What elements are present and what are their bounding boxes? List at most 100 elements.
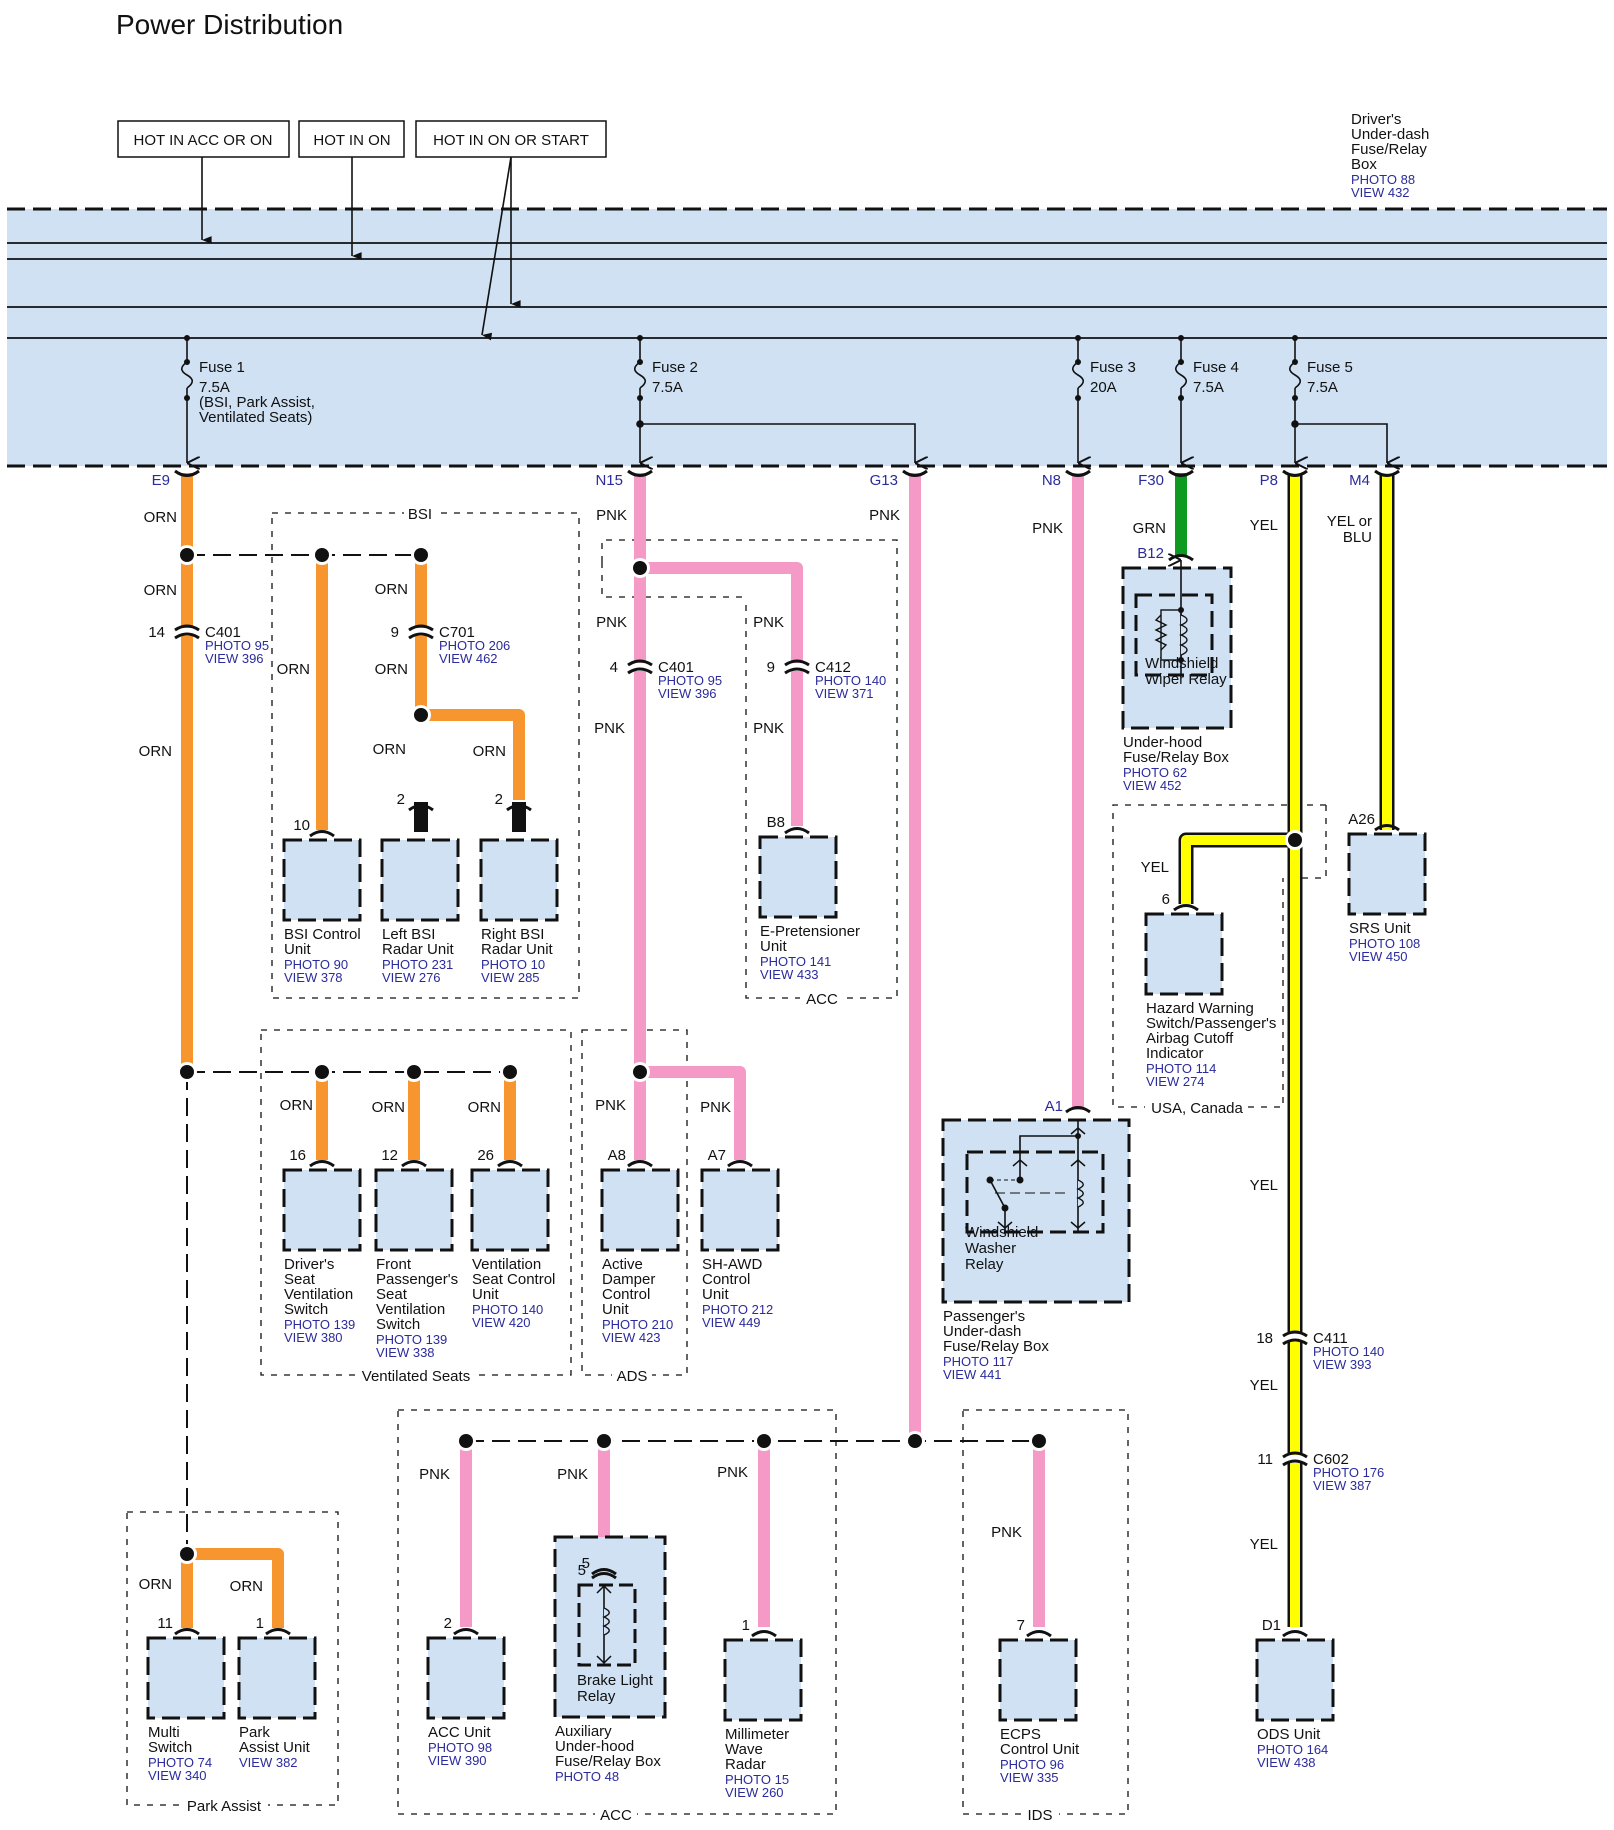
source-hot-in-on-or-start: HOT IN ON OR START [415,120,607,158]
group-labels: BSI ACC Ventilated Seats ADS USA, Canada… [180,505,1245,1824]
component-box [146,1636,226,1720]
splice-node [908,1434,922,1448]
component-photo: PHOTO 139 [284,1317,355,1332]
connector-photo: PHOTO 206 [439,638,510,653]
component-box [282,1168,362,1252]
terminal-cap-icon [627,1160,653,1168]
source-label: HOT IN ACC OR ON [134,132,273,149]
component-name: Passenger's [376,1271,458,1288]
fuse-icon [633,361,647,389]
fuse-icon [180,361,194,389]
pin-label: 5 [582,1555,590,1572]
pin-label: 1 [256,1615,264,1632]
fuse-box-label: Driver's Under-dash Fuse/Relay Box PHOTO… [1351,111,1429,200]
svg-text:BLU: BLU [1343,529,1372,546]
component-name: Indicator [1146,1045,1204,1062]
component-box [941,1118,1131,1304]
component-washer-relay: WindshieldWasherRelayPassenger'sUnder-da… [941,1118,1131,1382]
component-photo: PHOTO 114 [1146,1061,1216,1076]
component-name: Ventilation [284,1286,353,1303]
fuse-rating: 20A [1090,379,1117,396]
wire-park-assist-orn [187,1548,284,1628]
component-name: SH-AWD [702,1256,762,1273]
pin-label: 2 [444,1615,452,1632]
fuse-name: Fuse 2 [652,359,698,376]
splice-node [1288,833,1302,847]
fuse-icon [1071,361,1085,389]
wire-right-bsi-orn [421,709,525,800]
terminal-cap-icon [1374,469,1400,477]
component-photo: PHOTO 140 [472,1302,543,1317]
svg-text:ORN: ORN [473,743,506,760]
component-box [998,1638,1078,1722]
terminal-p8: P8 [1260,472,1278,489]
fuse-icon [1174,361,1188,389]
component-name: Seat [284,1271,316,1288]
source-hot-in-on: HOT IN ON [298,120,405,158]
svg-text:Park Assist: Park Assist [187,1798,262,1815]
splice-node [180,1065,194,1079]
component-name: Seat Control [472,1271,555,1288]
fuse-1: Fuse 17.5A(BSI, Park Assist,Ventilated S… [180,335,315,463]
component-box [470,1168,550,1252]
terminal-cap-icon [174,1628,200,1636]
component-view: VIEW 382 [239,1755,298,1770]
svg-text:PNK: PNK [596,507,627,524]
component-name: Fuse/Relay Box [943,1338,1049,1355]
svg-text:ADS: ADS [617,1368,648,1385]
component-name: Passenger's [943,1308,1025,1325]
svg-text:GRN: GRN [1133,520,1166,537]
component-name: Switch [376,1316,420,1333]
svg-text:ORN: ORN [372,1099,405,1116]
connector-pin: 4 [610,659,618,676]
pin-label: A7 [708,1147,726,1164]
component-photo: PHOTO 164 [1257,1742,1328,1757]
terminal-cap-icon [453,1628,479,1636]
svg-text:BSI: BSI [408,506,432,523]
svg-text:ORN: ORN [280,1097,313,1114]
connector-view: VIEW 462 [439,651,498,666]
component-name: Unit [760,938,788,955]
component-view: VIEW 260 [725,1785,784,1800]
component-view: VIEW 452 [1123,778,1182,793]
component-view: VIEW 380 [284,1330,343,1345]
connector-pin: 11 [1257,1451,1273,1468]
splice-node [633,1065,647,1079]
inner-label: Brake Light [577,1672,654,1689]
pin-label: 6 [1162,891,1170,908]
svg-text:YEL or: YEL or [1327,513,1372,530]
component-box [553,1535,667,1719]
source-hot-in-acc-or-on: HOT IN ACC OR ON [117,120,290,158]
terminal-cap-icon [902,469,928,477]
splice-node [414,548,428,562]
component-box [758,835,838,919]
terminal-g13: G13 [870,472,898,489]
brake-light-relay-coil-icon: 5 [577,1562,637,1667]
component-photo: PHOTO 117 [943,1354,1013,1369]
component-box [1347,832,1427,916]
component-name: Fuse/Relay Box [1123,749,1229,766]
connector-photo: PHOTO 140 [815,673,886,688]
connector-icon [1282,1451,1308,1459]
component-name: Auxiliary [555,1723,612,1740]
svg-text:YEL: YEL [1141,859,1169,876]
component-view: VIEW 438 [1257,1755,1316,1770]
svg-text:PNK: PNK [595,1097,626,1114]
terminal-cap-icon [1374,824,1400,832]
component-box [479,838,559,922]
svg-text:ACC: ACC [600,1807,632,1824]
component-view: VIEW 378 [284,970,343,985]
wire-c412-pnk [640,562,803,826]
component-name: Hazard Warning [1146,1000,1254,1017]
svg-text:YEL: YEL [1250,1177,1278,1194]
svg-text:Driver's: Driver's [1351,111,1401,128]
